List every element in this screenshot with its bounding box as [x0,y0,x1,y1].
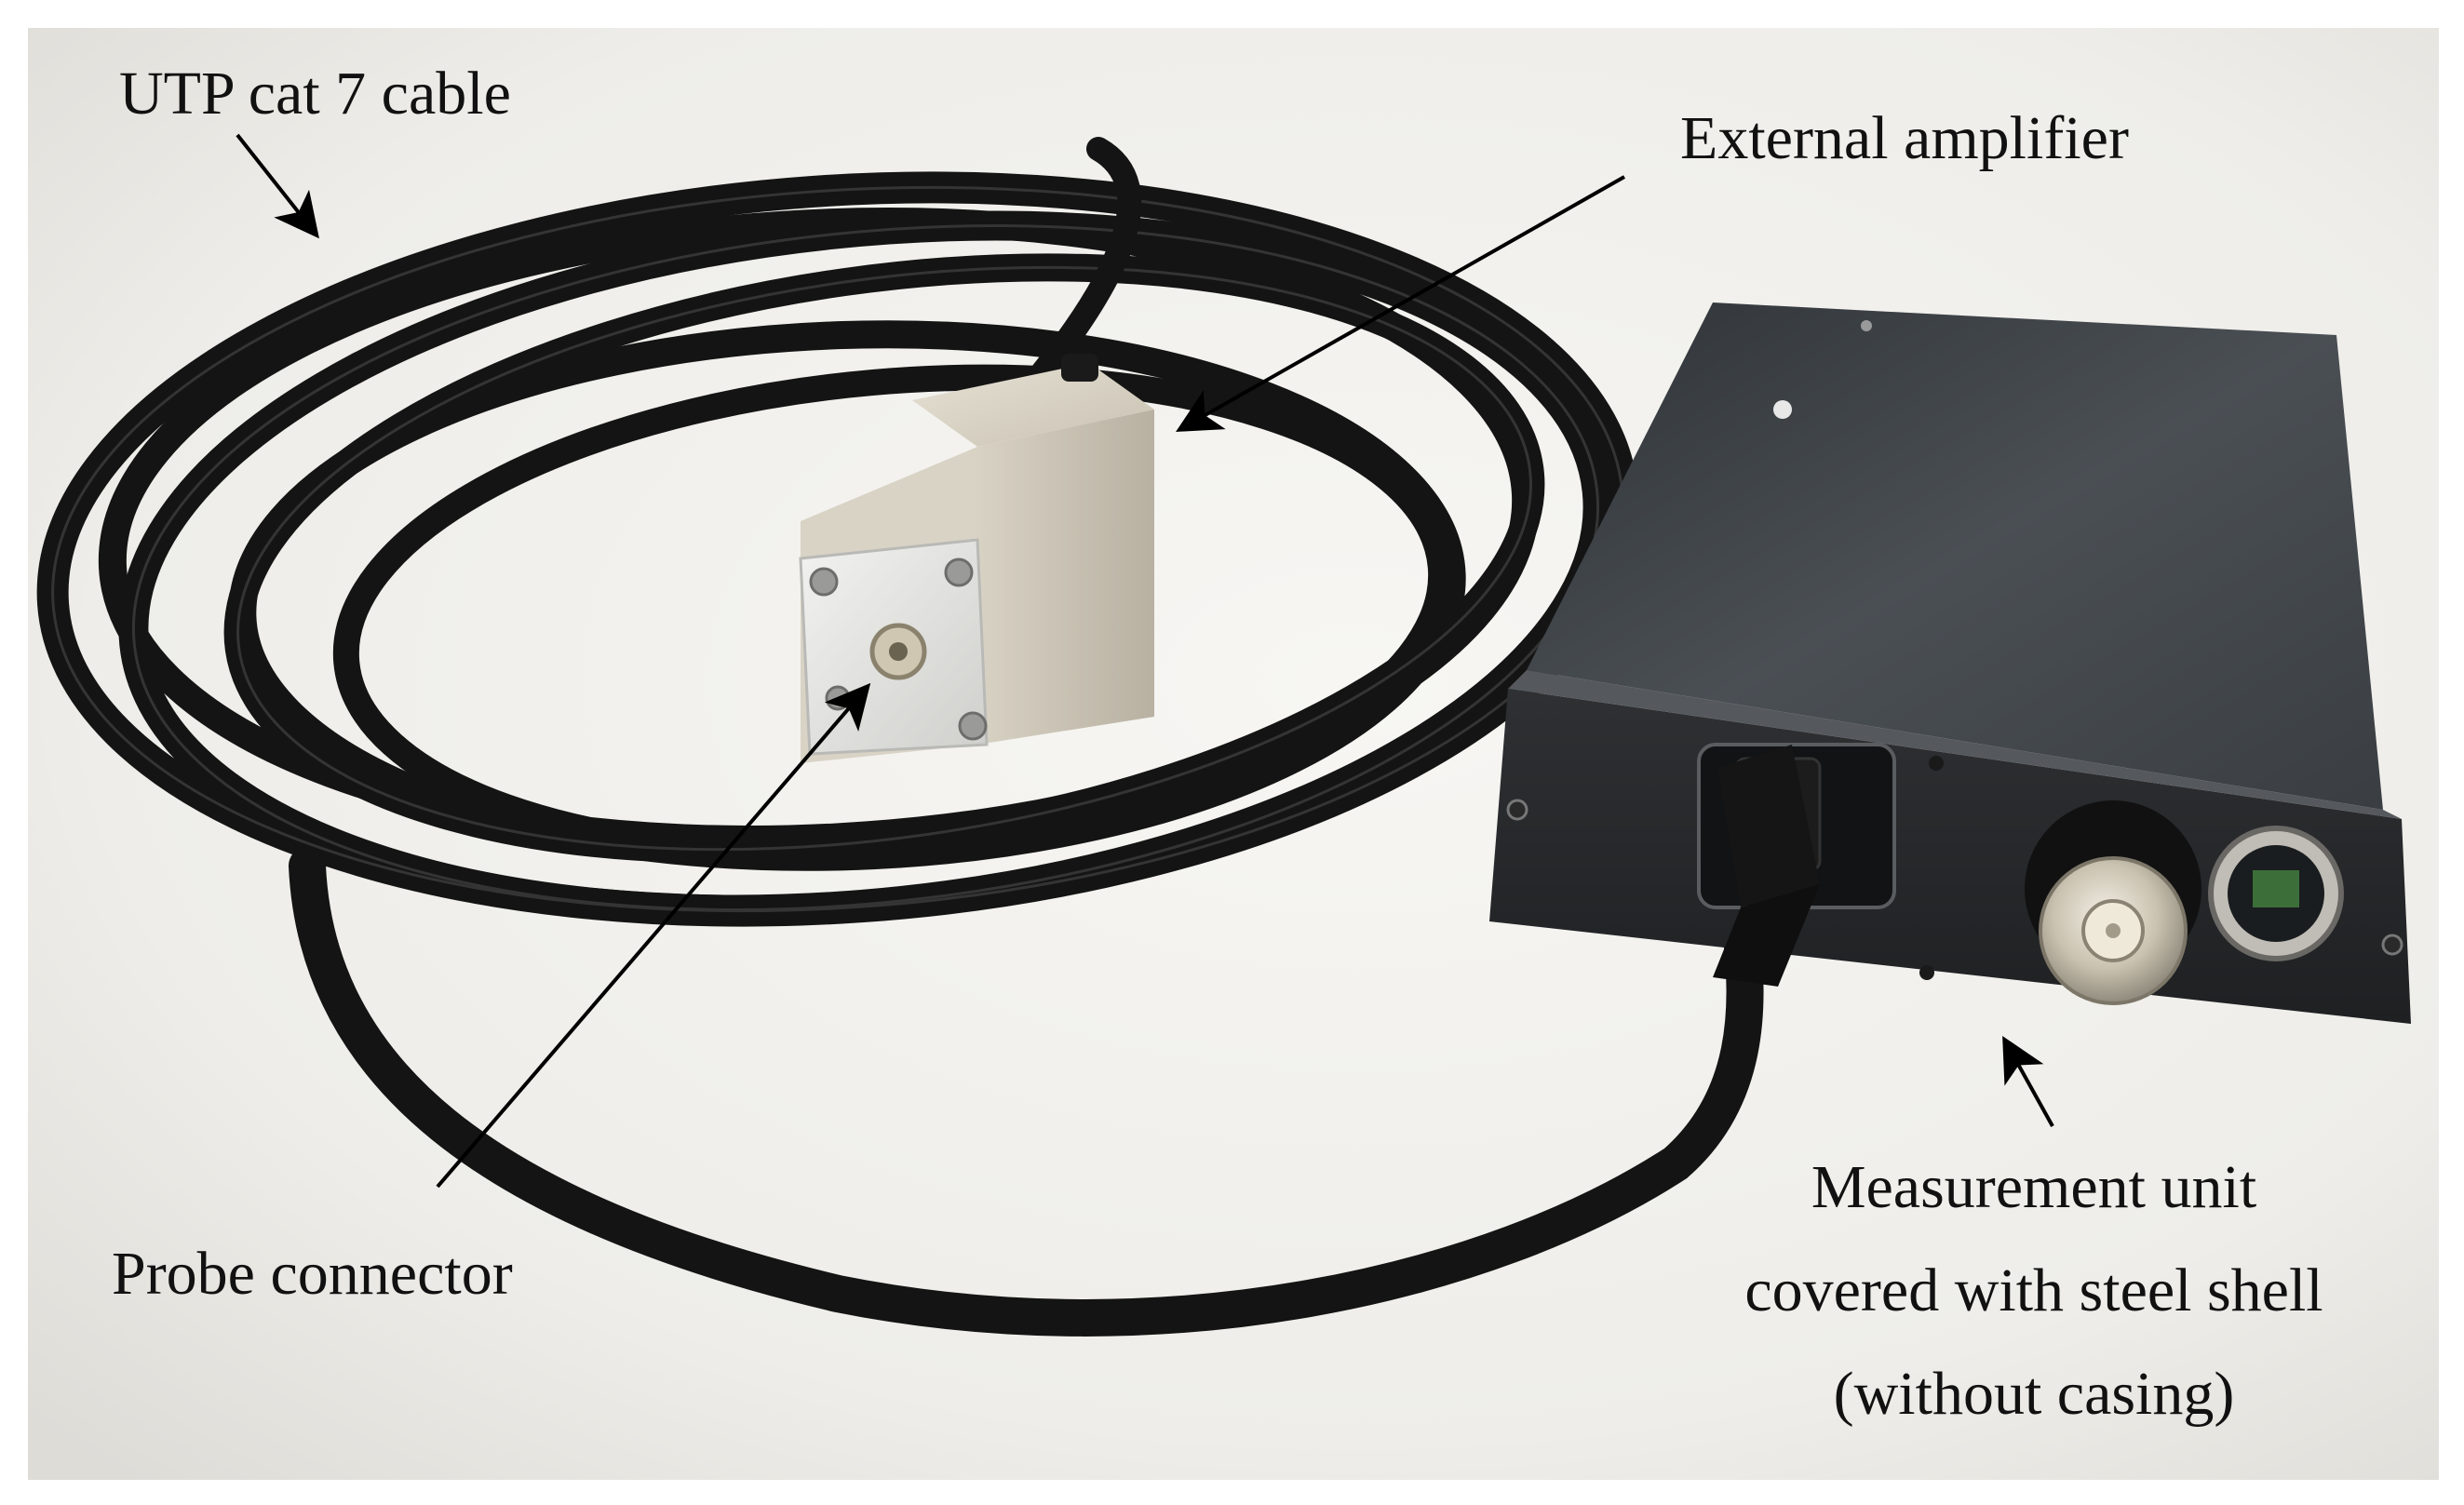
label-external-amplifier: External amplifier [1680,104,2129,172]
label-probe-connector: Probe connector [112,1240,513,1308]
arrow-probe-connector [436,682,871,1189]
cable-to-amplifier [1030,137,1142,384]
label-measurement-unit-line1: Measurement unit [1811,1153,2256,1221]
arrow-external-amplifier [1176,175,1625,432]
cable-to-unit [289,847,1764,1337]
arrow-utp-cable [236,133,319,239]
label-measurement-unit-line3: (without casing) [1834,1360,2235,1428]
ethernet-plug [1713,745,1820,987]
label-utp-cable: UTP cat 7 cable [119,60,511,128]
probe-connector-plate [799,538,989,756]
annotation-arrows [236,133,2054,1189]
label-measurement-unit-line2: covered with steel shell [1744,1256,2323,1324]
arrow-measurement-unit [2002,1036,2054,1127]
